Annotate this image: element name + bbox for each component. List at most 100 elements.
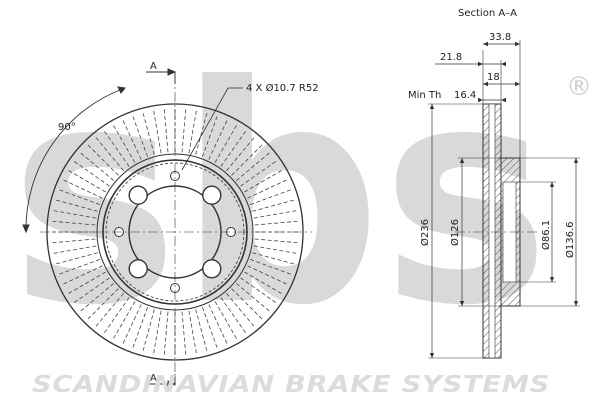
vane-line: [250, 259, 293, 276]
vane-line: [214, 123, 238, 163]
vane-line: [102, 297, 130, 335]
vane-line: [231, 143, 264, 176]
vane-line: [66, 271, 106, 295]
vane-line: [112, 301, 136, 341]
vane-line: [163, 107, 169, 153]
vane-line: [181, 311, 187, 357]
vane-line: [220, 297, 248, 335]
vane-line: [240, 159, 278, 187]
dimension-arrowhead: [478, 61, 483, 67]
section-marker-top: A: [150, 61, 157, 72]
vane-line: [195, 309, 208, 353]
dim-total-thickness: 33.8: [489, 32, 511, 43]
section-arrow-top-head: [167, 68, 177, 76]
vane-line: [247, 265, 289, 286]
dimension-arrowhead: [459, 158, 465, 163]
dimension-arrowhead: [573, 301, 579, 306]
dimension-arrowhead: [429, 353, 435, 358]
dimension-arrowhead: [549, 182, 555, 187]
dimension-arrowhead: [573, 158, 579, 163]
vane-line: [236, 283, 272, 313]
angle-label: 90°: [58, 122, 76, 133]
vane-line: [57, 188, 100, 205]
dim-inner-diameter: Ø126: [449, 219, 461, 246]
vane-line: [142, 309, 155, 353]
vane-line: [252, 252, 296, 265]
vane-line: [54, 252, 98, 265]
vane-line: [86, 288, 119, 321]
vane-line: [51, 209, 97, 219]
vane-line: [220, 129, 248, 167]
cooling-vanes: [50, 107, 300, 357]
dimension-arrowhead: [501, 97, 506, 103]
dimension-arrowhead: [515, 81, 520, 87]
dimension-arrowheads: [429, 41, 579, 358]
vane-line: [188, 310, 198, 356]
dimension-arrowhead: [501, 61, 506, 67]
dim-outer-diameter: Ø236: [419, 219, 431, 246]
vane-line: [254, 238, 300, 244]
vane-line: [51, 245, 97, 255]
vane-line: [250, 188, 293, 205]
dim-center-bore: Ø86.1: [540, 220, 552, 250]
vane-line: [254, 220, 300, 226]
dim-min-thickness: 16.4: [454, 90, 476, 101]
angle-arrow-bottom: [22, 224, 30, 234]
dimension-arrowhead: [459, 301, 465, 306]
vane-line: [72, 277, 110, 305]
dimension-arrowhead: [483, 81, 488, 87]
bolt-hole: [128, 185, 148, 205]
wheel-bolt-holes: [128, 185, 222, 279]
vane-line: [72, 159, 110, 187]
vane-line: [142, 111, 155, 155]
vane-line: [163, 311, 169, 357]
bolt-hole: [202, 259, 222, 279]
section-title: Section A–A: [458, 8, 517, 19]
section-arrow-bottom-head: [167, 380, 177, 388]
vane-line: [61, 265, 103, 286]
angle-arrow-top: [117, 86, 126, 94]
vane-line: [188, 108, 198, 154]
vane-line: [208, 118, 229, 160]
vane-line: [152, 310, 162, 356]
vane-line: [86, 143, 119, 176]
vane-line: [202, 307, 219, 350]
dimension-arrowhead: [429, 104, 435, 109]
vane-line: [54, 199, 98, 212]
vane-line: [61, 178, 103, 199]
vane-line: [253, 209, 299, 219]
vane-line: [244, 169, 284, 193]
dimension-arrowhead: [483, 41, 488, 47]
dim-min-th-label: Min Th: [408, 90, 441, 101]
vane-line: [94, 293, 124, 329]
vane-line: [253, 245, 299, 255]
bolt-hole: [128, 259, 148, 279]
vane-line: [66, 169, 106, 193]
vane-line: [226, 293, 256, 329]
front-view: [22, 68, 312, 388]
section-marker-bottom: A: [150, 373, 157, 384]
vane-line: [208, 304, 229, 346]
registered-mark: ®: [566, 72, 592, 102]
vane-line: [152, 108, 162, 154]
dimension-arrowhead: [515, 41, 520, 47]
vane-line: [240, 277, 278, 305]
vane-line: [226, 135, 256, 171]
watermark-logo: sbs: [10, 22, 550, 371]
vane-line: [121, 304, 142, 346]
dim-hat-diameter: Ø136.6: [564, 222, 576, 259]
vane-line: [50, 238, 96, 244]
vane-line: [50, 220, 96, 226]
section-view: [428, 40, 580, 359]
vane-line: [112, 123, 136, 163]
angle-arc: [25, 87, 126, 233]
vane-line: [94, 135, 124, 171]
vane-line: [102, 129, 130, 167]
vane-line: [244, 271, 284, 295]
vane-line: [195, 111, 208, 155]
vane-line: [57, 259, 100, 276]
dim-hat-depth: 21.8: [440, 52, 462, 63]
dimension-arrowhead: [549, 277, 555, 282]
vane-line: [202, 114, 219, 157]
disc-vent-channel: [488, 103, 496, 359]
